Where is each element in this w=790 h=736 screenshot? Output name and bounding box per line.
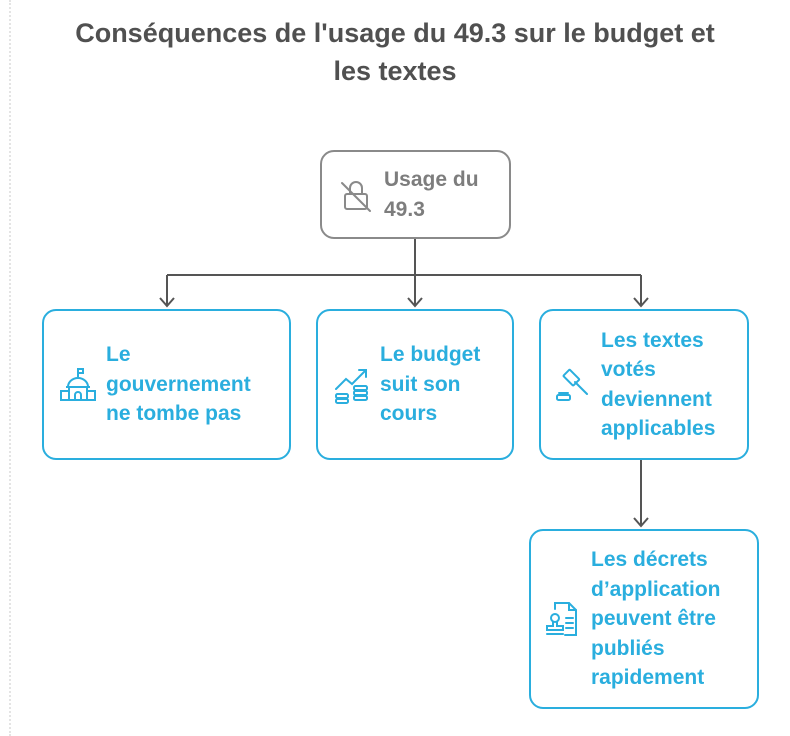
node-gouvernement[interactable]: Le gouvernement ne tombe pas — [42, 309, 291, 460]
arrowhead — [407, 297, 423, 308]
page-edge-dotted-line — [9, 0, 11, 736]
node-text: 49.3 — [384, 197, 425, 221]
diagram-title: Conséquences de l'usage du 49.3 sur le b… — [20, 14, 770, 90]
node-text: votés — [601, 358, 656, 381]
title-line: Conséquences de l'usage du 49.3 sur le b… — [75, 18, 715, 48]
node-text: gouvernement — [106, 372, 251, 396]
title-line: les textes — [333, 56, 457, 86]
node-text: suit son — [380, 372, 461, 396]
node-text: Le budget — [380, 343, 481, 367]
node-text: Le — [106, 343, 131, 367]
node-text: deviennent — [601, 387, 712, 411]
arrowhead — [633, 517, 649, 528]
money-growth-icon — [335, 368, 368, 404]
gavel-icon — [556, 368, 588, 401]
government-building-icon — [60, 367, 96, 401]
node-text: Usage du — [384, 168, 479, 191]
node-usage-49-3[interactable]: Usage du 49.3 — [320, 150, 511, 239]
arrowhead — [159, 297, 175, 308]
arrowhead — [633, 297, 649, 308]
node-text: ne tombe pas — [106, 402, 242, 426]
node-budget[interactable]: Le budget suit son cours — [316, 309, 514, 460]
node-text: cours — [380, 402, 438, 426]
node-text: applicables — [601, 417, 716, 440]
node-decrets[interactable]: Les décrets d’application peuvent être p… — [529, 529, 759, 709]
node-text: d’application — [591, 577, 721, 601]
node-textes[interactable]: Les textes votés deviennent applicables — [539, 309, 749, 460]
document-stamp-icon — [546, 602, 577, 636]
node-text: publiés — [591, 636, 665, 660]
unlocked-padlock-icon — [341, 180, 371, 212]
node-text: rapidement — [591, 666, 705, 690]
node-text: Les textes — [601, 328, 704, 352]
node-text: Les décrets — [591, 548, 708, 572]
node-text: peuvent être — [591, 607, 716, 631]
